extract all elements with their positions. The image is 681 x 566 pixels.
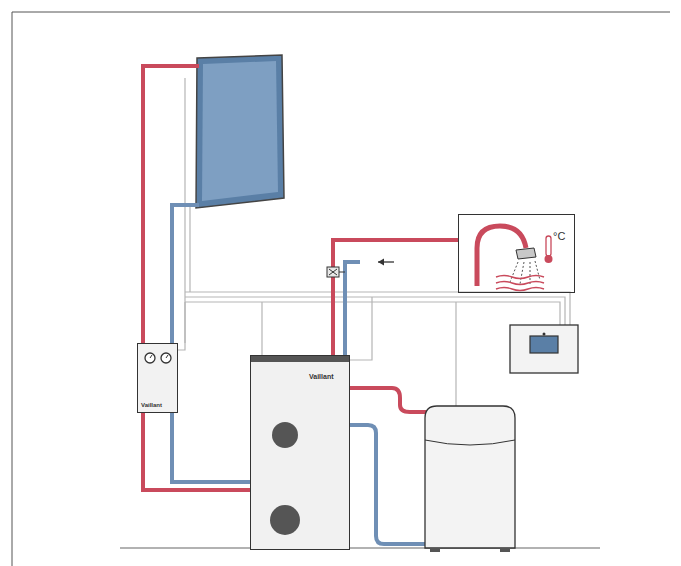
- controller: [510, 325, 578, 373]
- solar-collector: [196, 55, 284, 208]
- boiler-return-pipe: [350, 425, 426, 544]
- shower-box: °C: [458, 214, 575, 293]
- brand-logo: Vaillant: [141, 402, 162, 408]
- ground-line: [120, 547, 600, 548]
- solar-flow-pipe: [143, 66, 199, 343]
- pump-station: [137, 343, 178, 413]
- shower-icon: [477, 226, 553, 291]
- boiler: [425, 406, 515, 552]
- mixing-valve: [327, 267, 345, 277]
- brand-logo: Vaillant: [309, 373, 334, 380]
- hot-water-pipe: [333, 240, 458, 355]
- frame-line: [12, 12, 670, 566]
- unit-label: °C: [553, 231, 565, 242]
- solar-flow-pipe: [143, 413, 250, 490]
- cold-water-pipe: [345, 259, 394, 356]
- boiler-flow-pipe: [350, 388, 426, 412]
- solar-return-pipe: [172, 205, 199, 343]
- solar-return-pipe: [172, 413, 250, 482]
- pump-station-box: Vaillant: [137, 343, 178, 413]
- storage-tank: [250, 355, 350, 550]
- tank-box: Vaillant: [250, 355, 350, 550]
